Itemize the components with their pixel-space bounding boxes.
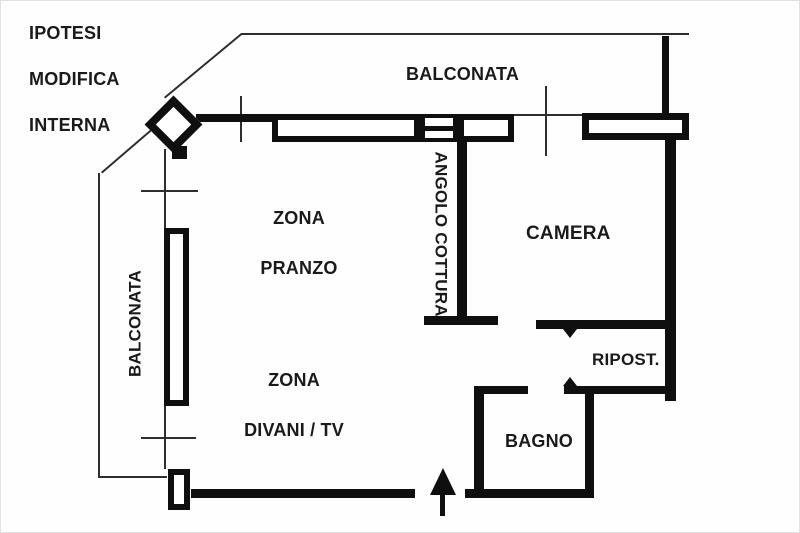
label-zona-pranzo: ZONA PRANZO xyxy=(244,206,354,281)
label-balconata-left: BALCONATA xyxy=(125,270,145,377)
wall-angolo-cottura-end xyxy=(424,316,498,325)
label-angolo-cottura: ANGOLO COTTURA xyxy=(431,151,451,317)
wall-bagno-right xyxy=(585,391,594,498)
window-divider-pane-top xyxy=(425,118,453,126)
wall-ripost-bottom xyxy=(564,386,676,394)
wall-left-opening-line-lower xyxy=(164,406,166,469)
window-divider-pane-bottom xyxy=(425,131,453,138)
window-divider xyxy=(420,114,458,142)
window-break-tick-left-lower xyxy=(141,437,196,439)
window-break-tick-left-upper xyxy=(141,190,198,192)
plan-note-line3: INTERNA xyxy=(29,115,111,135)
label-zona-pranzo-line2: PRANZO xyxy=(260,258,338,278)
wall-camera-bottom xyxy=(536,320,668,329)
label-zona-divani: ZONA DIVANI / TV xyxy=(229,368,359,443)
wall-bottom-right xyxy=(465,489,594,498)
entrance-arrow-head xyxy=(430,468,456,495)
entrance-arrow-stem xyxy=(440,494,445,516)
door-tick-ripost-bottom xyxy=(563,377,577,386)
balcony-top-edge-line xyxy=(241,33,689,35)
door-tick-ripost-top xyxy=(563,329,577,338)
plan-note-line2: MODIFICA xyxy=(29,69,120,89)
wall-top-left-segment xyxy=(196,114,281,122)
label-balconata-top: BALCONATA xyxy=(406,64,520,84)
window-balcony-small xyxy=(458,114,514,142)
window-left-balcony xyxy=(164,228,189,406)
balcony-left-edge-line xyxy=(98,173,100,478)
plan-note: IPOTESI MODIFICA INTERNA xyxy=(29,22,120,137)
balcony-diagonal-upper-line xyxy=(164,33,243,99)
plan-note-line1: IPOTESI xyxy=(29,23,102,43)
window-camera xyxy=(582,113,689,140)
label-zona-pranzo-line1: ZONA xyxy=(273,208,325,228)
wall-right-main xyxy=(665,136,676,401)
label-zona-divani-line1: ZONA xyxy=(268,370,320,390)
wall-bagno-top xyxy=(474,386,528,394)
wall-top-opening-line xyxy=(514,114,582,116)
label-zona-divani-line2: DIVANI / TV xyxy=(244,420,344,440)
label-camera: CAMERA xyxy=(526,223,611,244)
wall-bagno-left xyxy=(474,386,484,498)
wall-angolo-cottura xyxy=(457,140,467,323)
window-break-tick-top-right xyxy=(545,86,547,156)
wall-left-opening-line-upper xyxy=(164,149,166,228)
label-ripostiglio: RIPOST. xyxy=(592,350,660,369)
label-bagno: BAGNO xyxy=(505,431,573,451)
pillar-left-bottom xyxy=(168,469,190,510)
corner-pillar-foot xyxy=(172,146,187,159)
balcony-bottom-edge-line xyxy=(98,476,167,478)
window-balcony-large xyxy=(272,114,420,142)
wall-bottom-left xyxy=(191,489,415,498)
corner-pillar xyxy=(144,95,203,154)
wall-right-upper xyxy=(662,36,669,116)
